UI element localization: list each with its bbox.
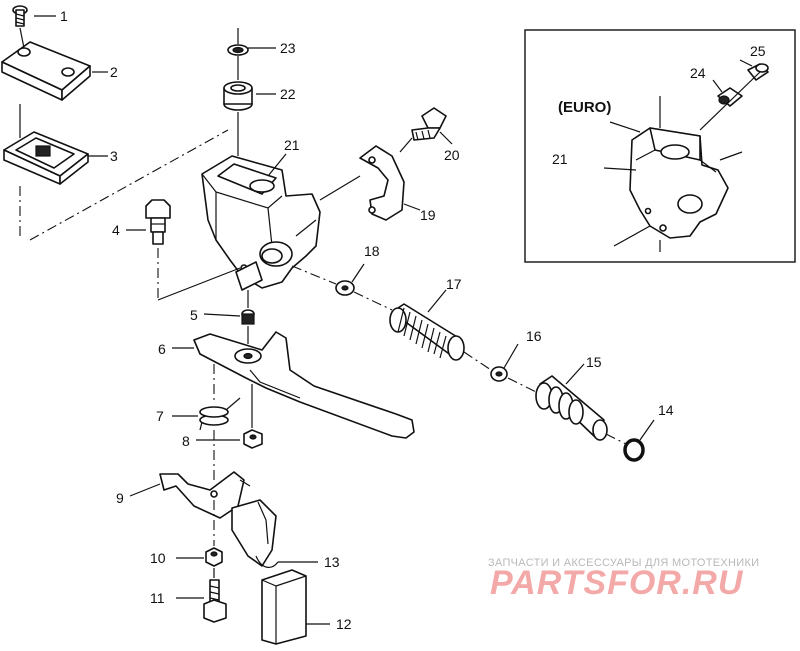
inset-callout-24: 24 xyxy=(690,65,706,81)
part-13-switch xyxy=(231,499,279,568)
part-11-bolt xyxy=(203,579,227,623)
callout-8: 8 xyxy=(182,433,190,449)
part-1-screw xyxy=(12,5,28,27)
callout-13: 13 xyxy=(324,554,340,570)
callout-6: 6 xyxy=(158,341,166,357)
part-16-washer xyxy=(490,366,508,382)
callout-7: 7 xyxy=(156,408,164,424)
callout-1: 1 xyxy=(60,8,68,24)
callout-19: 19 xyxy=(420,207,436,223)
callout-23: 23 xyxy=(280,40,296,56)
part-9-switch-bracket xyxy=(159,471,251,519)
callout-2: 2 xyxy=(110,64,118,80)
inset-sleeve-24 xyxy=(717,87,743,107)
callout-22: 22 xyxy=(280,86,296,102)
part-19-handlebar-clamp xyxy=(359,145,405,221)
part-6-brake-lever xyxy=(193,331,415,439)
inset-screw-25 xyxy=(747,63,769,81)
callout-4: 4 xyxy=(112,222,120,238)
watermark-brand: PARTSFOR.RU xyxy=(490,564,744,602)
part-3-diaphragm xyxy=(3,131,89,185)
part-5-bushing xyxy=(241,309,255,325)
euro-inset-title: (EURO) xyxy=(558,99,611,116)
callout-20: 20 xyxy=(444,147,460,163)
callout-12: 12 xyxy=(336,616,352,632)
part-10-nut xyxy=(205,547,223,567)
part-7-torsion-spring xyxy=(199,397,241,431)
watermark-tagline: ЗАПЧАСТИ И АКСЕССУАРЫ ДЛЯ МОТОТЕХНИКИ xyxy=(488,557,759,569)
part-21-master-cylinder-body xyxy=(201,155,321,291)
callout-17: 17 xyxy=(446,276,462,292)
part-12-switch-plate xyxy=(261,569,307,645)
callout-3: 3 xyxy=(110,148,118,164)
callout-21: 21 xyxy=(284,137,300,153)
part-22-boot xyxy=(223,81,253,111)
part-17-spring xyxy=(389,303,465,361)
part-2-reservoir-cover xyxy=(1,41,91,101)
callout-14: 14 xyxy=(658,402,674,418)
inset-callout-21: 21 xyxy=(552,151,568,167)
callout-10: 10 xyxy=(150,550,166,566)
callout-11: 11 xyxy=(150,590,165,606)
part-18-washer xyxy=(335,280,355,296)
callout-5: 5 xyxy=(190,307,198,323)
part-8-nut xyxy=(243,429,263,449)
callout-18: 18 xyxy=(364,243,380,259)
callout-16: 16 xyxy=(526,328,542,344)
part-23-ring xyxy=(227,44,249,56)
part-4-pivot-bolt xyxy=(145,199,171,245)
inset-master-cylinder xyxy=(609,96,743,252)
callout-9: 9 xyxy=(116,490,124,506)
inset-callout-25: 25 xyxy=(750,43,766,59)
part-14-o-ring xyxy=(623,438,645,462)
euro-inset-frame xyxy=(524,29,796,263)
part-15-piston-assembly xyxy=(535,375,608,441)
callout-15: 15 xyxy=(586,354,602,370)
part-20-clamp-bolt xyxy=(411,107,447,141)
